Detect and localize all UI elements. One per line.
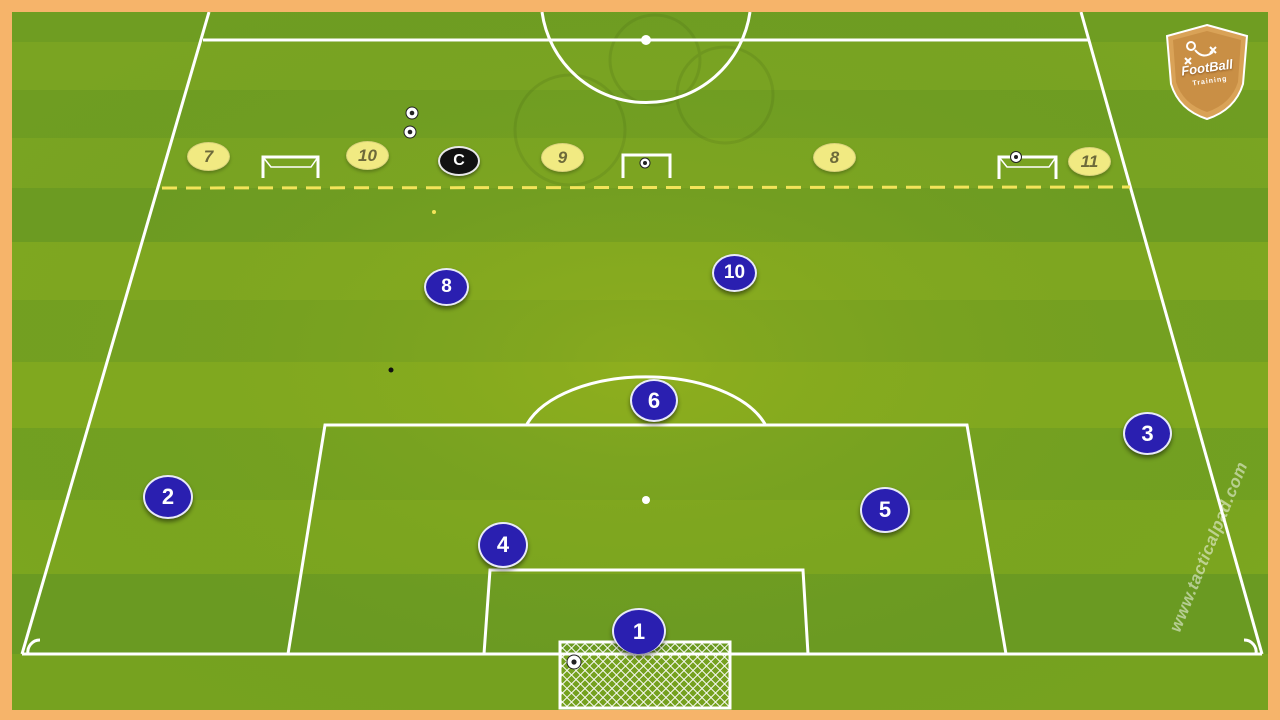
blue-player-1[interactable]: 1 [612,608,666,654]
marker-dot [388,367,394,373]
ball-icon [403,125,417,139]
blue-player-5[interactable]: 5 [860,487,910,533]
center-spot [641,35,651,45]
blue-player-6[interactable]: 6 [630,379,678,422]
coach-marker[interactable]: C [438,146,480,176]
mini-goal [621,153,672,178]
blue-player-2[interactable]: 2 [143,475,193,519]
penalty-spot [642,496,650,504]
zone-dashed-line [161,185,1131,190]
yellow-player-9[interactable]: 9 [541,143,584,172]
tactics-board-icon [1165,23,1249,121]
mini-goal [997,155,1058,179]
mini-goal [261,155,320,178]
background-ball-watermark [513,13,775,187]
ball-icon [566,654,582,670]
ball-icon [405,106,419,120]
yellow-player-11[interactable]: 11 [1068,147,1111,176]
yellow-player-8[interactable]: 8 [813,143,856,172]
blue-player-3[interactable]: 3 [1123,412,1172,455]
blue-player-4[interactable]: 4 [478,522,528,568]
blue-player-10[interactable]: 10 [712,254,757,292]
yellow-player-7[interactable]: 7 [187,142,230,171]
ball-icon [1010,151,1022,163]
ball-icon [639,157,651,169]
yellow-player-10[interactable]: 10 [346,141,389,170]
marker-dot [432,210,436,214]
blue-player-8[interactable]: 8 [424,268,469,306]
